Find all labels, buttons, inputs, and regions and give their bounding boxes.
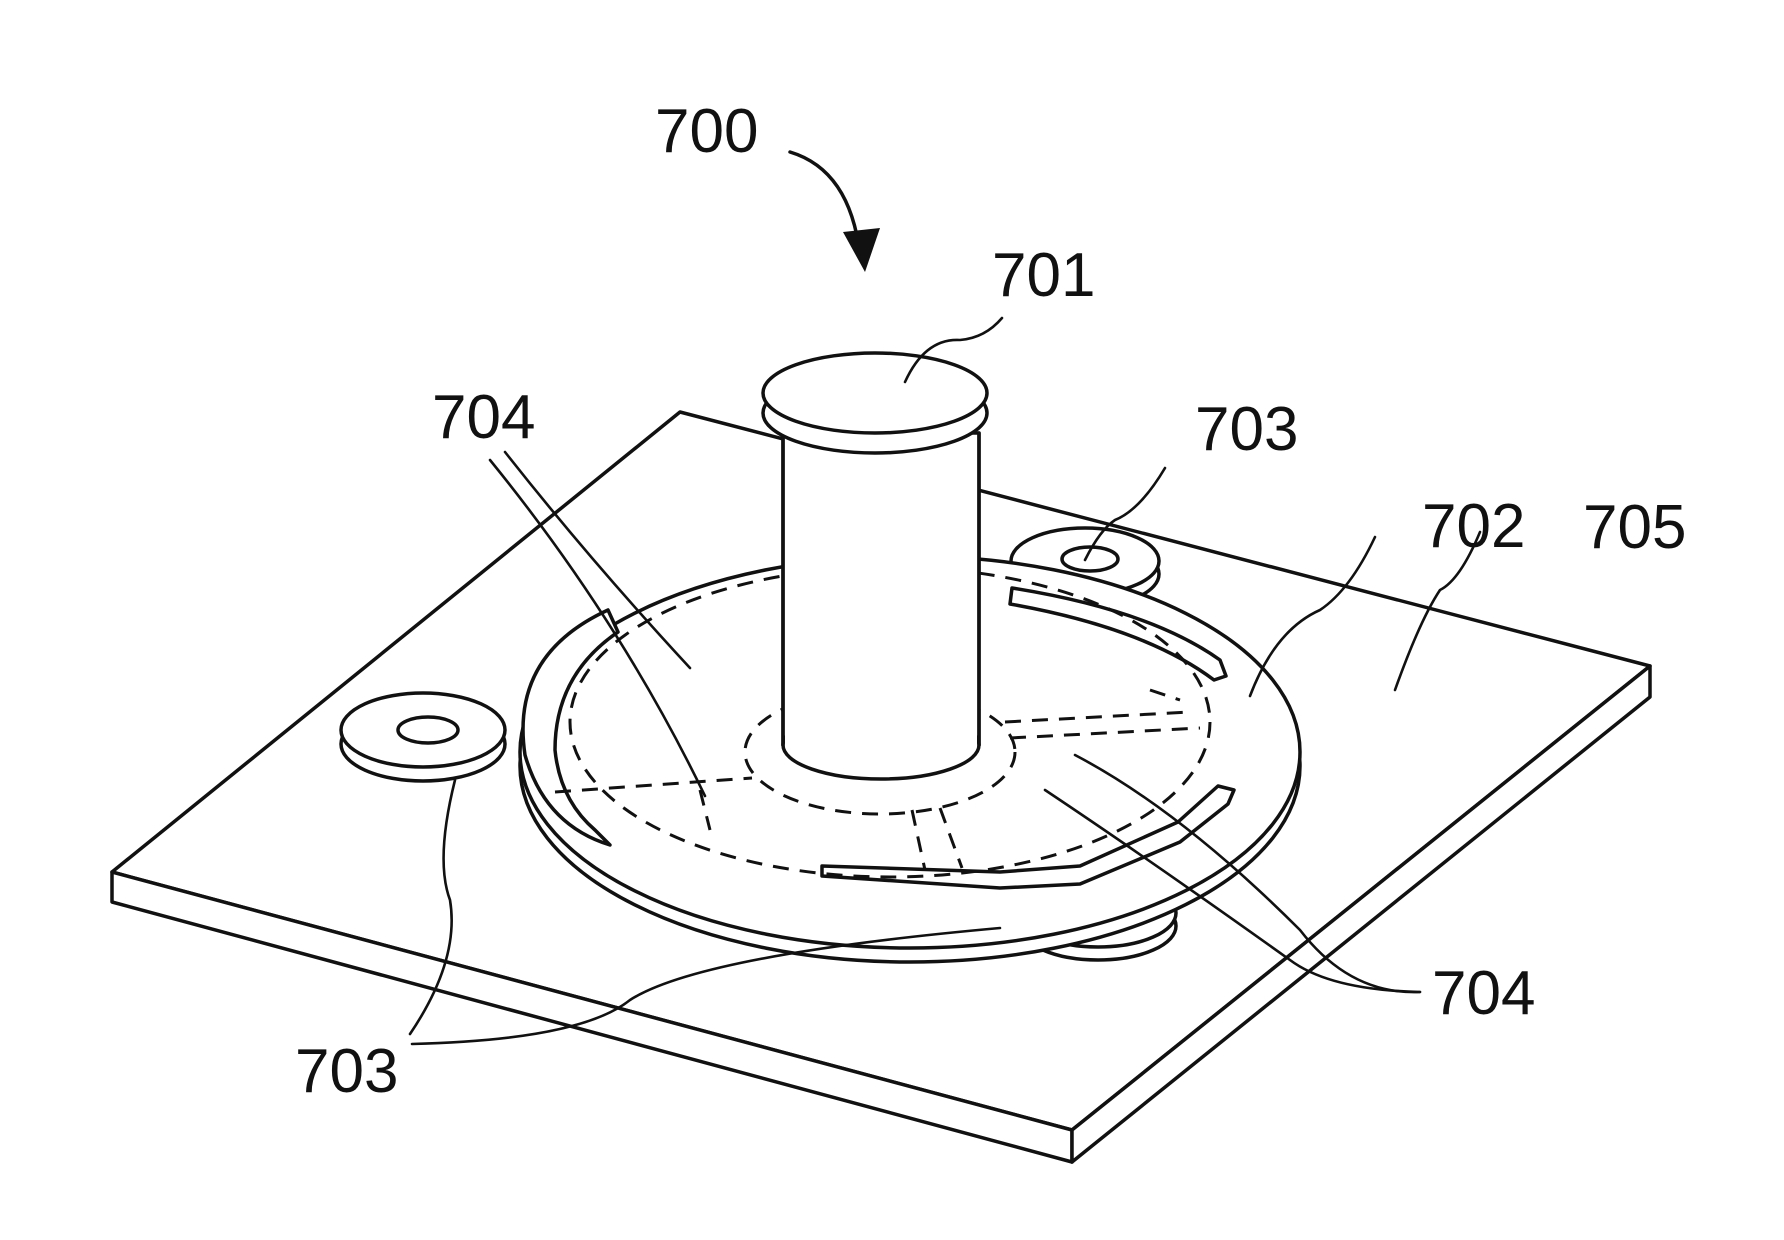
label-703-bottom-left: 703 — [295, 1037, 398, 1106]
mount-ear-left — [339, 691, 507, 783]
label-704-bottom-right: 704 — [1432, 959, 1535, 1028]
reference-labels: 700 701 703 704 702 705 704 703 — [295, 97, 1686, 1106]
label-703-top: 703 — [1195, 395, 1298, 464]
label-702: 702 — [1422, 492, 1525, 561]
label-700: 700 — [655, 97, 758, 166]
leader-lines — [408, 150, 1482, 1046]
label-701: 701 — [992, 241, 1095, 310]
label-704-top-left: 704 — [432, 383, 535, 452]
post-cylinder — [761, 351, 989, 781]
label-705: 705 — [1583, 493, 1686, 562]
